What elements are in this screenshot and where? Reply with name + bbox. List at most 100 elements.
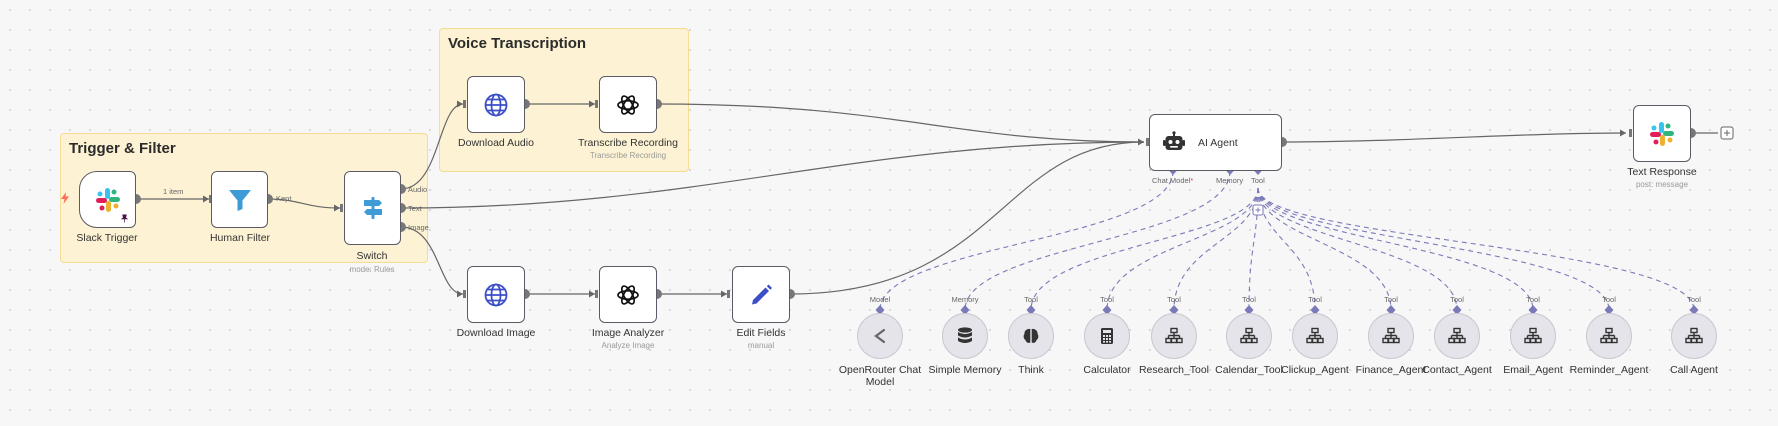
think-sub-node[interactable] bbox=[1008, 313, 1054, 359]
input-port bbox=[463, 100, 466, 108]
arrowhead bbox=[457, 100, 463, 108]
arrowhead bbox=[203, 195, 209, 203]
trigger-bolt-icon bbox=[61, 192, 69, 204]
edge-switch-image-to-download-image bbox=[400, 226, 464, 295]
memory-label: Simple Memory bbox=[928, 364, 1002, 376]
ai-agent-memory-port-label: Memory bbox=[1216, 176, 1244, 185]
edit-fields-label: Edit Fields bbox=[736, 327, 786, 339]
call-sub-node[interactable] bbox=[1671, 313, 1717, 359]
switch-output-audio-label: Audio bbox=[408, 185, 428, 194]
clickup-label: Clickup_Agent bbox=[1281, 364, 1349, 376]
arrowhead bbox=[334, 204, 340, 212]
edge-filter-to-switch bbox=[267, 198, 341, 209]
edge-calendar-to-tool-port bbox=[1248, 187, 1259, 311]
transcribe-recording-node[interactable] bbox=[599, 76, 657, 133]
edit-fields-node[interactable] bbox=[732, 266, 790, 323]
email-label: Email_Agent bbox=[1503, 364, 1563, 376]
filter-icon bbox=[228, 189, 251, 211]
calendar-label: Calendar_Tool bbox=[1215, 364, 1283, 376]
arrowhead bbox=[589, 290, 595, 298]
openrouter-sub-node[interactable] bbox=[857, 313, 903, 359]
calculator-port-label: Tool bbox=[1100, 295, 1114, 304]
workflow-icon bbox=[1523, 326, 1543, 346]
download-image-node[interactable] bbox=[467, 266, 525, 323]
ai-agent-label: AI Agent bbox=[1198, 136, 1238, 149]
email-sub-node[interactable] bbox=[1510, 313, 1556, 359]
email-port-label: Tool bbox=[1526, 295, 1540, 304]
slack-icon bbox=[1650, 121, 1674, 146]
calculator-label: Calculator bbox=[1083, 364, 1131, 376]
calendar-sub-node[interactable] bbox=[1226, 313, 1272, 359]
edge-reminder-to-tool-port bbox=[1257, 187, 1610, 311]
workflow-icon bbox=[1381, 326, 1401, 346]
transcribe-recording-label: Transcribe Recording bbox=[578, 137, 678, 149]
calendar-port-label: Tool bbox=[1242, 295, 1256, 304]
clickup-sub-node[interactable] bbox=[1292, 313, 1338, 359]
sticky-note-title: Voice Transcription bbox=[448, 35, 587, 52]
call-port-label: Tool bbox=[1687, 295, 1701, 304]
reminder-sub-node[interactable] bbox=[1586, 313, 1632, 359]
ai-agent-node[interactable]: AI Agent bbox=[1149, 114, 1282, 171]
workflow-icon bbox=[1684, 326, 1704, 346]
brain-icon bbox=[1021, 326, 1041, 346]
finance-port-label: Tool bbox=[1384, 295, 1398, 304]
pencil-icon bbox=[752, 284, 772, 304]
contact-port-label: Tool bbox=[1450, 295, 1464, 304]
research-sub-node[interactable] bbox=[1151, 313, 1197, 359]
arrowhead bbox=[589, 100, 595, 108]
reminder-label: Reminder_Agent bbox=[1569, 364, 1649, 376]
globe-icon bbox=[484, 283, 508, 306]
reminder-port-label: Tool bbox=[1602, 295, 1616, 304]
human-filter-node[interactable] bbox=[211, 171, 268, 228]
input-port bbox=[595, 290, 598, 298]
edge-switch-text-to-ai-agent bbox=[400, 141, 1145, 209]
image-analyzer-label: Image Analyzer bbox=[591, 327, 665, 339]
research-port-label: Tool bbox=[1167, 295, 1181, 304]
edge-switch-audio-to-download-audio bbox=[400, 103, 464, 190]
download-audio-node[interactable] bbox=[467, 76, 525, 133]
input-port bbox=[595, 100, 598, 108]
image-analyzer-subtitle: Analyze Image bbox=[601, 341, 655, 350]
contact-sub-node[interactable] bbox=[1434, 313, 1480, 359]
research-label: Research_Tool bbox=[1138, 364, 1210, 376]
download-image-label: Download Image bbox=[456, 327, 536, 339]
transcribe-recording-subtitle: Transcribe Recording bbox=[589, 151, 667, 160]
openai-icon bbox=[617, 284, 639, 305]
input-port bbox=[727, 290, 730, 298]
memory-sub-node[interactable] bbox=[942, 313, 988, 359]
robot-icon bbox=[1163, 130, 1185, 150]
openai-icon bbox=[617, 94, 639, 115]
edge-ai-agent-to-text-response bbox=[1281, 132, 1627, 143]
switch-label: Switch bbox=[356, 250, 388, 262]
arrowhead bbox=[721, 290, 727, 298]
think-label: Think bbox=[1018, 364, 1044, 376]
openrouter-label: OpenRouter Chat Model bbox=[838, 364, 922, 388]
calculator-icon bbox=[1097, 326, 1117, 346]
edge-finance-to-tool-port bbox=[1257, 187, 1392, 311]
image-analyzer-node[interactable] bbox=[599, 266, 657, 323]
edge-calculator-to-tool-port bbox=[1106, 187, 1259, 311]
arrowhead bbox=[1138, 138, 1144, 146]
edge-contact-to-tool-port bbox=[1257, 187, 1458, 311]
finance-label: Finance_Agent bbox=[1355, 364, 1427, 376]
input-port bbox=[1629, 129, 1632, 137]
arrowhead bbox=[457, 290, 463, 298]
calculator-sub-node[interactable] bbox=[1084, 313, 1130, 359]
think-port-label: Tool bbox=[1024, 295, 1038, 304]
switch-node[interactable] bbox=[344, 171, 401, 245]
add-node-button bbox=[1720, 126, 1734, 140]
text-response-node[interactable] bbox=[1633, 105, 1691, 162]
edge-memory-to-memory-port bbox=[964, 170, 1231, 311]
memory-port-label: Memory bbox=[951, 295, 979, 304]
slack-trigger-node[interactable] bbox=[79, 171, 136, 228]
text-response-subtitle: post: message bbox=[1635, 180, 1689, 189]
switch-subtitle: mode: Rules bbox=[349, 265, 395, 274]
add-tool-button bbox=[1252, 204, 1264, 216]
workflow-icon bbox=[1447, 326, 1467, 346]
workflow-icon bbox=[1599, 326, 1619, 346]
input-port bbox=[1146, 138, 1149, 146]
finance-sub-node[interactable] bbox=[1368, 313, 1414, 359]
workflow-icon bbox=[1305, 326, 1325, 346]
edit-fields-subtitle: manual bbox=[747, 341, 775, 350]
ai-agent-tool-port-label: Tool bbox=[1251, 176, 1265, 185]
